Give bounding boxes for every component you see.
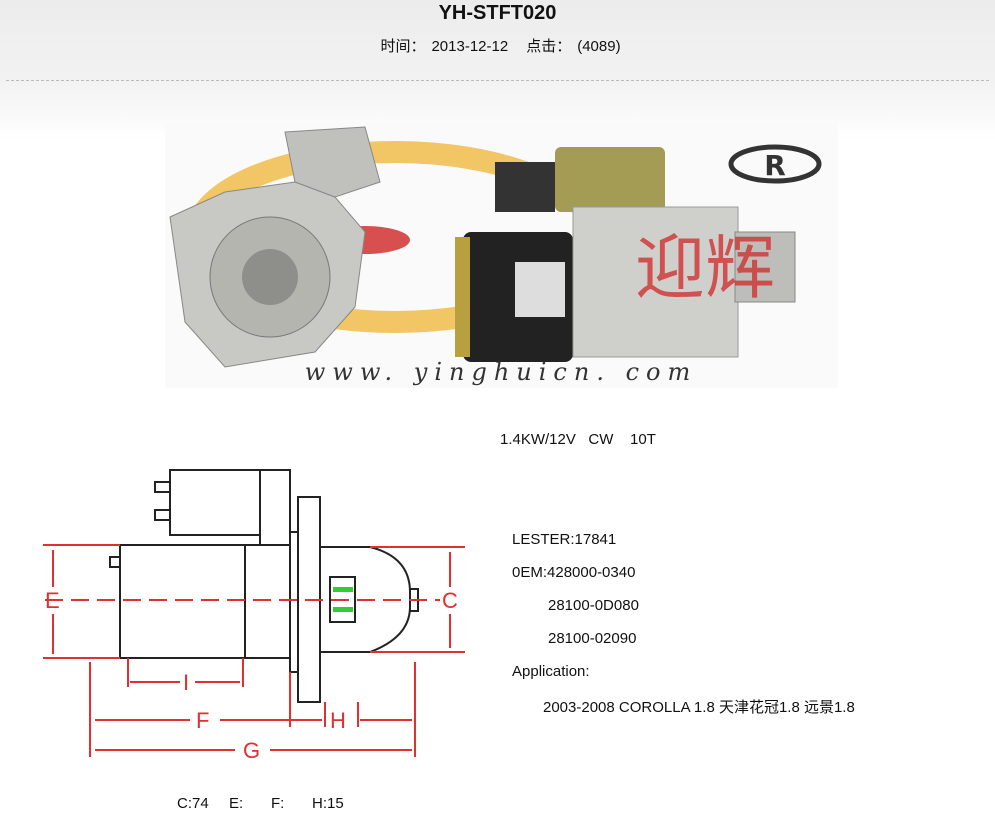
dimension-diagram: E C I F H G: [40, 462, 472, 767]
post-meta: 时间： 2013-12-12 点击： (4089): [0, 35, 995, 56]
spec-line: 1.4KW/12V CW 10T: [500, 431, 656, 448]
page-title: YH-STFT020: [438, 2, 557, 24]
oem-number: 0EM:428000-0340: [512, 564, 636, 581]
application-text: 2003-2008 COROLLA 1.8 天津花冠1.8 远景1.8: [543, 699, 855, 716]
label-h: H: [330, 708, 346, 733]
product-photo: 迎辉 R www. yinghuicn. com: [165, 122, 838, 388]
divider: [6, 80, 989, 81]
clicks-label: 点击：: [526, 38, 572, 55]
label-e: E: [45, 588, 60, 613]
label-i: I: [183, 670, 189, 695]
dimension-c: C:74: [177, 795, 209, 812]
label-f: F: [196, 708, 209, 733]
lester-number: LESTER:17841: [512, 531, 617, 548]
dimension-f: F:: [271, 795, 285, 812]
brand-watermark: 迎辉: [635, 227, 775, 309]
label-g: G: [243, 738, 260, 763]
oem-number-2: 28100-0D080: [548, 597, 639, 614]
website-watermark: www. yinghuicn. com: [305, 358, 698, 386]
header-background: [0, 0, 995, 140]
label-c: C: [442, 588, 458, 613]
time-label: 时间：: [380, 38, 426, 55]
post-date: 2013-12-12: [431, 38, 509, 55]
click-count: (4089): [577, 38, 621, 55]
oem-number-3: 28100-02090: [548, 630, 637, 647]
dimension-h: H:15: [312, 795, 344, 812]
dimension-e: E:: [229, 795, 244, 812]
registered-logo: R: [764, 149, 786, 182]
application-label: Application:: [512, 663, 590, 680]
